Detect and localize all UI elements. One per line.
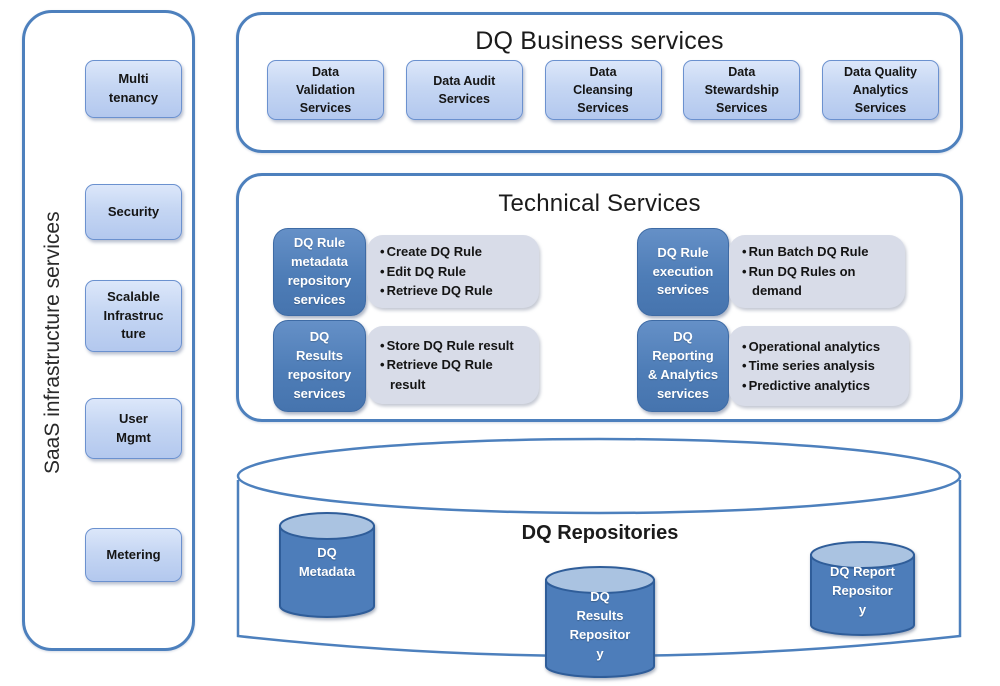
bullet-item: Create DQ Rule bbox=[380, 242, 531, 262]
dq-results-repository-cylinder: DQ Results Repositor y bbox=[545, 566, 655, 678]
tech-service-label-dq-rule-metadata-repository: DQ Rule metadata repository services bbox=[273, 228, 366, 316]
cylinder-shape bbox=[810, 541, 915, 636]
saas-infrastructure-panel: SaaS infrastructure services Multi tenan… bbox=[22, 10, 195, 651]
bullet-item: Operational analytics bbox=[742, 337, 901, 357]
bullet-item: Run Batch DQ Rule bbox=[742, 242, 897, 262]
tech-service-bullets-dq-reporting-analytics: Operational analyticsTime series analysi… bbox=[729, 326, 909, 406]
bullet-item: Edit DQ Rule bbox=[380, 262, 531, 282]
bullet-list: Store DQ Rule resultRetrieve DQ Rule res… bbox=[380, 336, 531, 395]
cylinder-shape bbox=[545, 566, 655, 678]
bullet-list: Create DQ RuleEdit DQ RuleRetrieve DQ Ru… bbox=[380, 242, 531, 301]
bullet-item: Retrieve DQ Rule bbox=[380, 281, 531, 301]
technical-services-title: Technical Services bbox=[498, 190, 701, 217]
sidebar-item-security: Security bbox=[85, 184, 182, 240]
tech-service-bullets-dq-rule-metadata-repository: Create DQ RuleEdit DQ RuleRetrieve DQ Ru… bbox=[367, 235, 539, 308]
sidebar-item-metering: Metering bbox=[85, 528, 182, 582]
sidebar-item-user-mgmt: User Mgmt bbox=[85, 398, 182, 459]
tech-service-label-dq-reporting-analytics: DQ Reporting & Analytics services bbox=[637, 320, 729, 412]
business-service-data-validation: Data Validation Services bbox=[267, 60, 384, 120]
cylinder-shape bbox=[279, 512, 375, 618]
bullet-list: Operational analyticsTime series analysi… bbox=[742, 337, 901, 396]
saas-infrastructure-title: SaaS infrastructure services bbox=[41, 211, 64, 475]
tech-service-bullets-dq-results-repository: Store DQ Rule resultRetrieve DQ Rule res… bbox=[367, 326, 539, 404]
dq-results-repository-label: DQ Results Repositor y bbox=[569, 589, 631, 661]
business-services-row: Data Validation Services Data Audit Serv… bbox=[267, 60, 939, 120]
business-service-data-audit: Data Audit Services bbox=[405, 60, 523, 120]
bullet-item: Time series analysis bbox=[742, 356, 901, 376]
tech-service-bullets-dq-rule-execution: Run Batch DQ RuleRun DQ Rules on demand bbox=[729, 235, 905, 308]
technical-services-panel: Technical Services DQ Rule metadata repo… bbox=[236, 173, 963, 422]
business-service-data-quality-analytics: Data Quality Analytics Services bbox=[822, 60, 939, 120]
tech-service-label-dq-rule-execution: DQ Rule execution services bbox=[637, 228, 729, 316]
bullet-item: Store DQ Rule result bbox=[380, 336, 531, 356]
bullet-item: Predictive analytics bbox=[742, 376, 901, 396]
dq-business-services-panel: DQ Business services Data Validation Ser… bbox=[236, 12, 963, 153]
bullet-list: Run Batch DQ RuleRun DQ Rules on demand bbox=[742, 242, 897, 301]
dq-report-repository-cylinder: DQ Report Repositor y bbox=[810, 541, 915, 637]
tech-service-label-dq-results-repository: DQ Results repository services bbox=[273, 320, 366, 412]
big-cylinder-top bbox=[236, 437, 962, 515]
sidebar-item-scalable-infrastructure: Scalable Infrastruc ture bbox=[85, 280, 182, 352]
sidebar-item-multi-tenancy: Multi tenancy bbox=[85, 60, 182, 118]
bullet-item: Retrieve DQ Rule result bbox=[380, 355, 531, 394]
business-service-data-cleansing: Data Cleansing Services bbox=[544, 60, 662, 120]
dq-business-services-title: DQ Business services bbox=[475, 27, 724, 55]
dq-metadata-label: DQ Metadata bbox=[298, 545, 356, 579]
business-service-data-stewardship: Data Stewardship Services bbox=[683, 60, 801, 120]
bullet-item: Run DQ Rules on demand bbox=[742, 262, 897, 301]
dq-metadata-cylinder: DQ Metadata bbox=[279, 512, 375, 618]
dq-report-repository-label: DQ Report Repositor y bbox=[830, 564, 895, 617]
dq-repositories-title: DQ Repositories bbox=[521, 522, 679, 544]
